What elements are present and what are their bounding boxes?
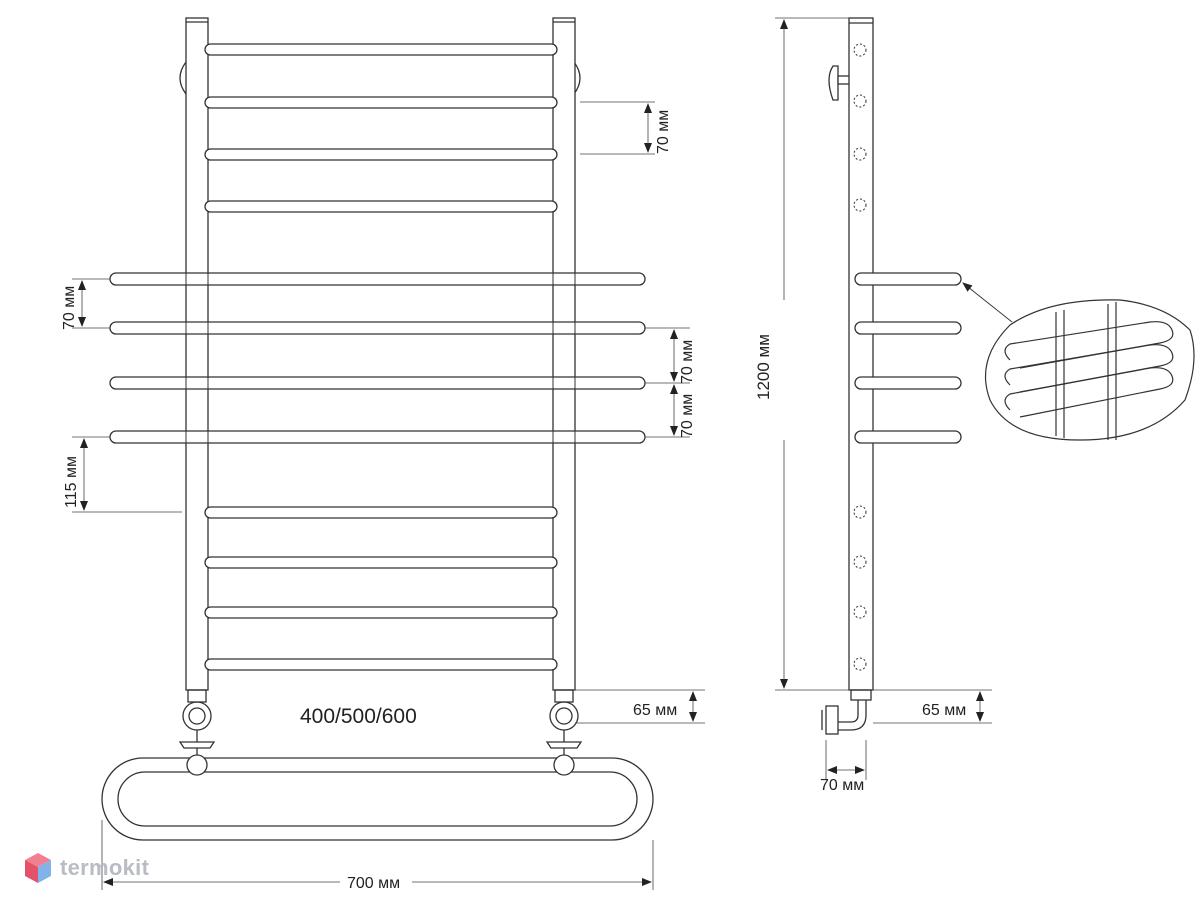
side-dimension-labels: 1200 мм 65 мм 70 мм bbox=[754, 334, 966, 794]
side-vertical-post bbox=[848, 17, 874, 691]
side-view bbox=[821, 17, 962, 735]
bottom-short-rungs bbox=[204, 506, 558, 671]
right-vertical-post bbox=[552, 17, 576, 691]
left-wall-bracket bbox=[179, 61, 187, 95]
cube-logo-icon bbox=[25, 853, 51, 883]
left-vertical-post bbox=[185, 17, 209, 691]
side-connection-fitting bbox=[821, 689, 872, 735]
long-shelf-rungs bbox=[109, 272, 646, 444]
right-wall-bracket bbox=[573, 61, 581, 95]
wall-mount bbox=[828, 65, 851, 101]
front-dimensions bbox=[72, 101, 705, 890]
dim-wall-offset: 70 мм bbox=[820, 777, 864, 794]
left-connection-fitting bbox=[178, 689, 216, 756]
front-view bbox=[101, 17, 654, 841]
top-short-rungs bbox=[204, 43, 558, 213]
dim-left-rung-spacing: 70 мм bbox=[61, 286, 78, 330]
dim-top-rung-spacing: 70 мм bbox=[655, 110, 672, 154]
rung-end-markers bbox=[853, 43, 867, 671]
top-view-loop bbox=[101, 754, 654, 841]
side-dimensions bbox=[775, 17, 992, 780]
dim-overall-height: 1200 мм bbox=[754, 334, 773, 400]
dim-right-rung-spacing-a: 70 мм bbox=[679, 340, 696, 384]
detail-callout bbox=[962, 282, 1195, 441]
dim-overall-width: 700 мм bbox=[347, 875, 400, 892]
dim-connection-height-front: 65 мм bbox=[633, 702, 677, 719]
dim-bottom-offset: 115 мм bbox=[63, 456, 80, 508]
right-connection-fitting bbox=[545, 689, 583, 756]
dim-right-rung-spacing-b: 70 мм bbox=[679, 394, 696, 438]
dim-connection-height-side: 65 мм bbox=[922, 702, 966, 719]
side-shelf-arms bbox=[854, 272, 962, 444]
front-dimension-labels: 70 мм 70 мм 70 мм 70 мм 115 мм 400/500/6… bbox=[61, 110, 696, 892]
brand-name: termokit bbox=[60, 855, 150, 880]
dim-connection-width: 400/500/600 bbox=[300, 705, 417, 728]
brand-logo: termokit bbox=[24, 852, 149, 884]
detail-circle bbox=[984, 299, 1195, 441]
